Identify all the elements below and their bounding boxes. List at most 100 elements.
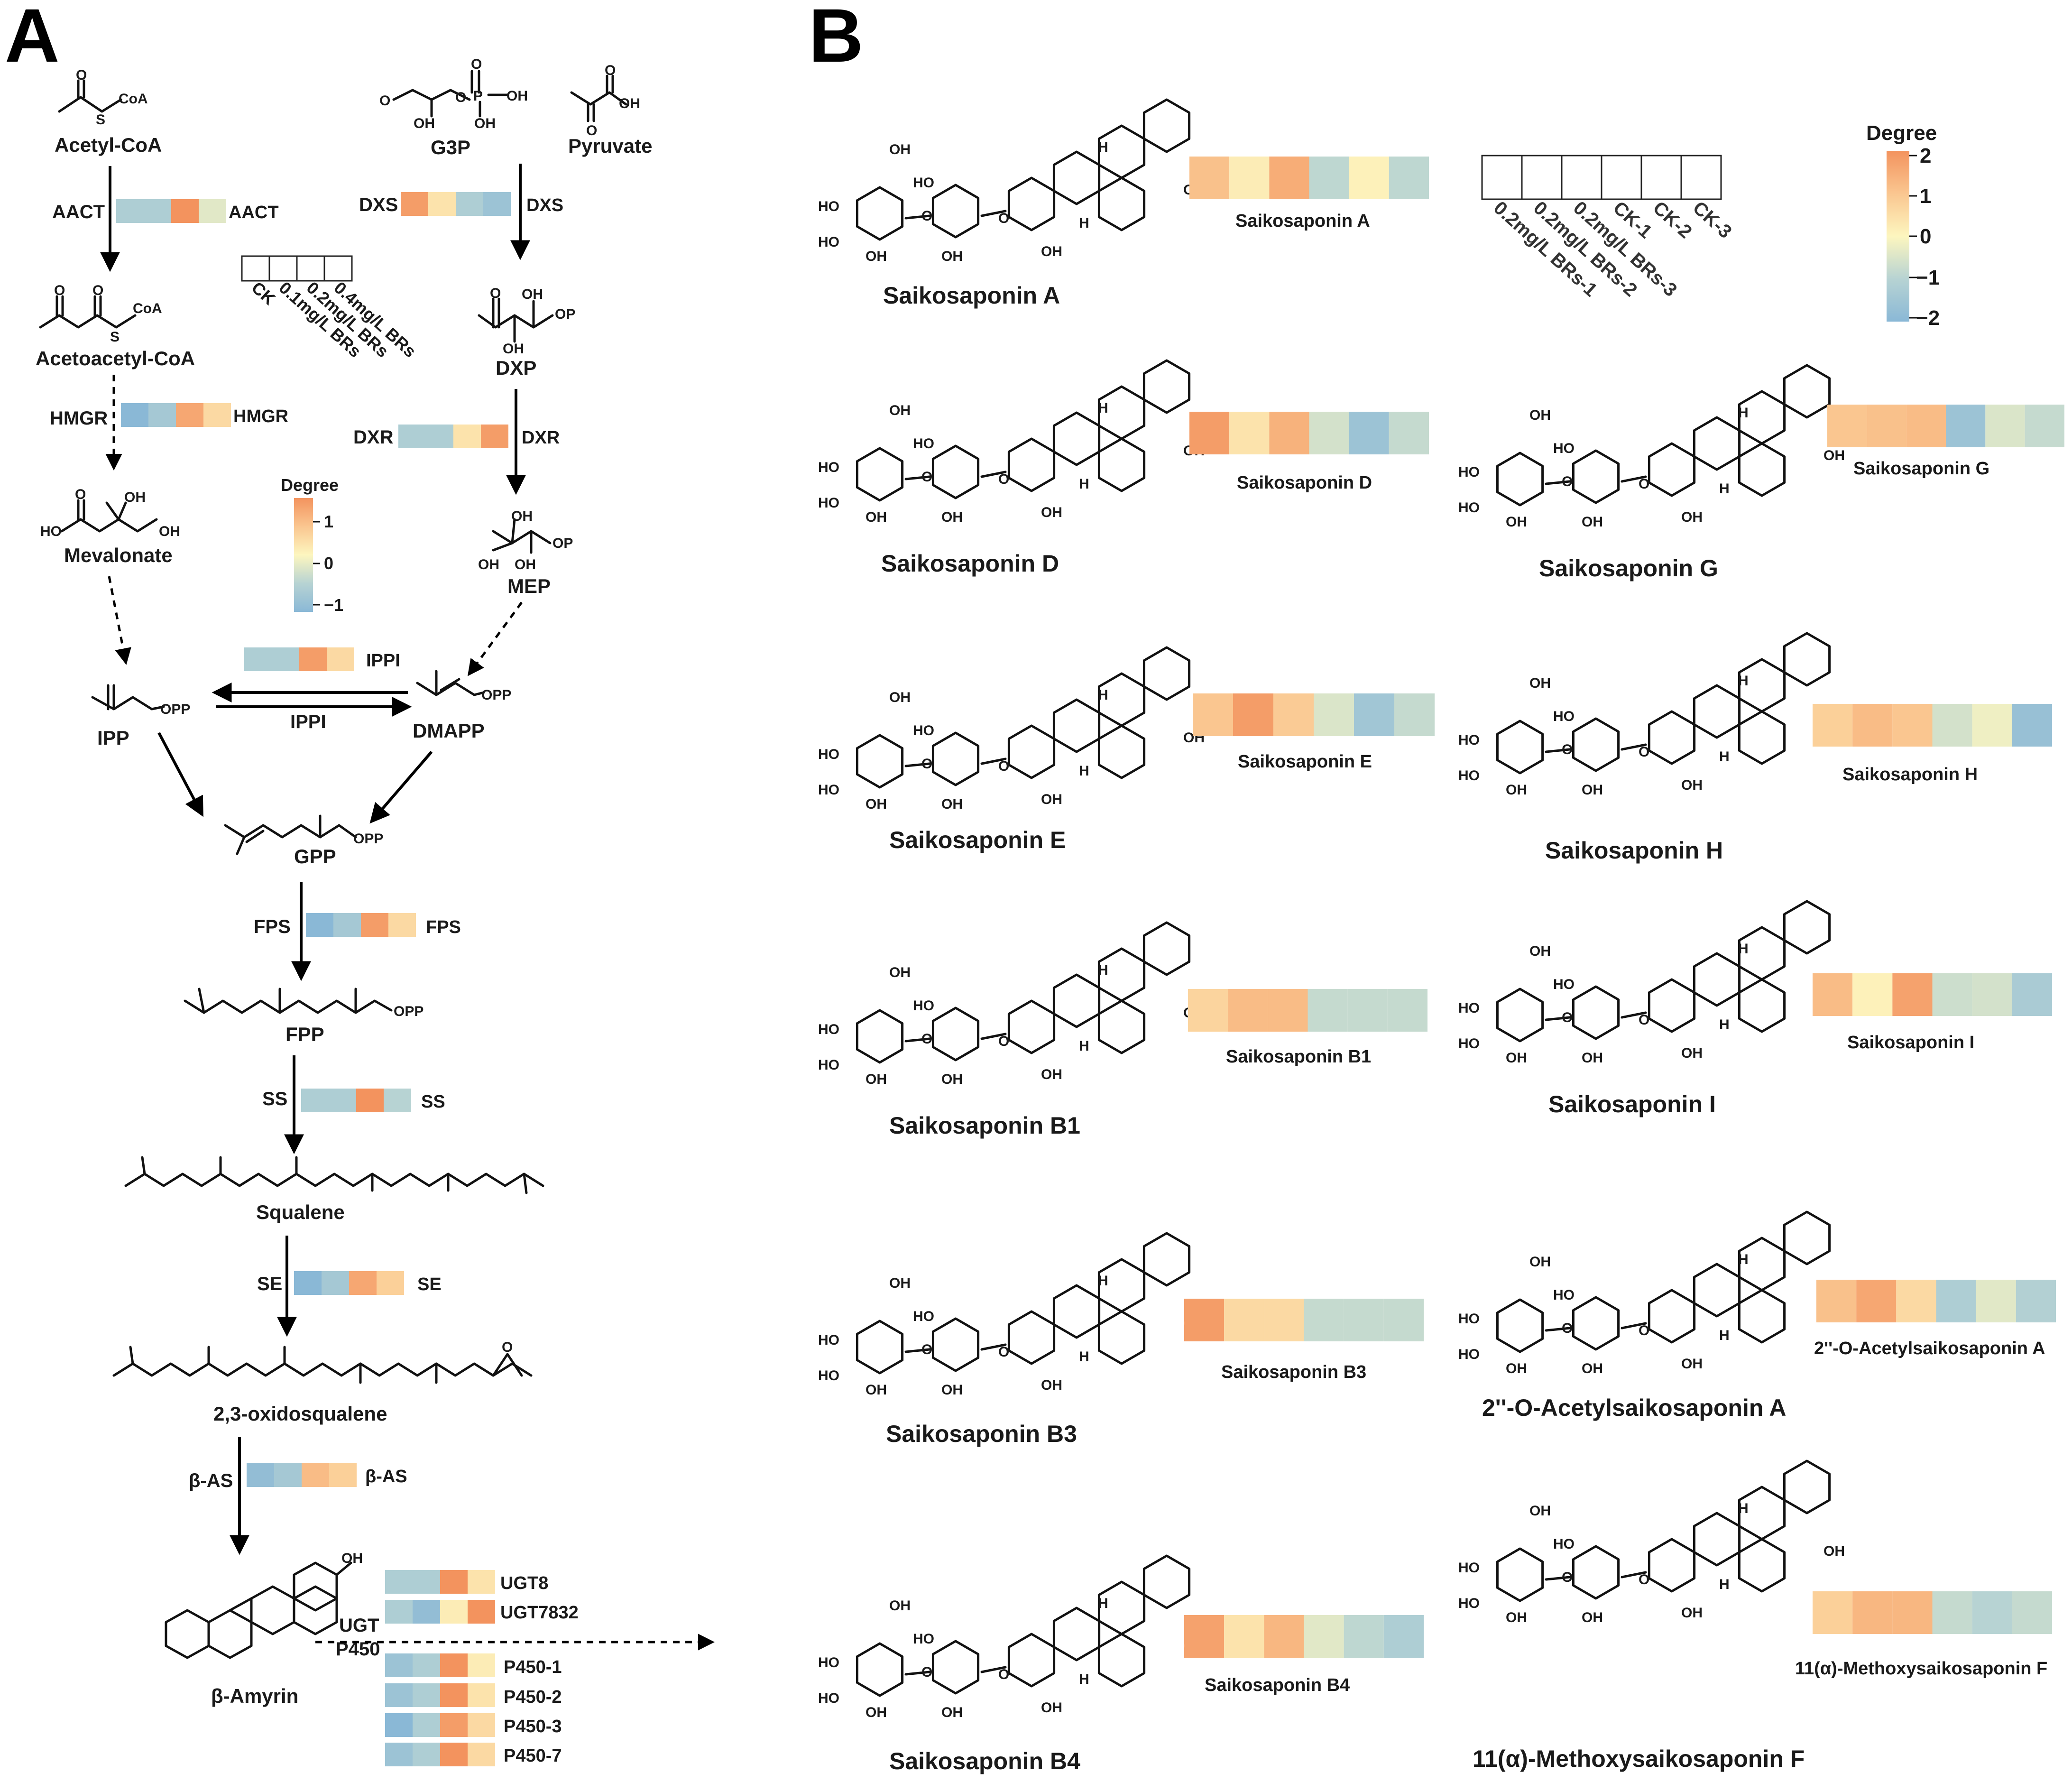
svg-text:O: O: [490, 286, 501, 301]
saponin-8-atom-5: HO: [913, 1309, 934, 1324]
saponin-9-atom-5: HO: [1553, 1287, 1575, 1303]
svg-text:−1: −1: [324, 595, 343, 615]
saponin-heatmap-6-cell-5: [1347, 989, 1388, 1032]
enzyme-dxs-left: DXS: [359, 194, 398, 215]
saponin-4-atom-1: HO: [818, 747, 839, 762]
svg-text:O: O: [605, 63, 616, 78]
saponin-5-atom-4: OH: [1529, 675, 1551, 691]
saponin-9-atom-7: O: [1562, 1320, 1573, 1336]
saponin-heatmap-2: [1189, 412, 1429, 454]
saponin-heatmap-11-cell-2: [1852, 1591, 1893, 1634]
saponin-9-atom-2: HO: [1458, 1347, 1480, 1362]
saponin-key-box-5: [1640, 155, 1682, 200]
saponin-heatmap-4: [1193, 693, 1435, 736]
saponin-name-10: Saikosaponin B4: [889, 1748, 1080, 1774]
compound-ipp: IPP: [97, 727, 129, 749]
saponin-8-atom-8: O: [998, 1344, 1009, 1360]
saponin-heatmap-1-cell-2: [1229, 157, 1270, 199]
saponin-heatmap-1-cell-5: [1349, 157, 1389, 199]
saponin-heatmap-1-cell-3: [1269, 157, 1309, 199]
saponin-heatmap-label-11: 11(α)-Methoxysaikosaponin F: [1795, 1659, 2047, 1679]
saponin-heatmap-3-cell-5: [1985, 405, 2025, 447]
heatmap-aact-label: AACT: [229, 203, 279, 222]
saponin-3-atom-2: HO: [1458, 500, 1480, 516]
dmapp-structure: OPP: [416, 670, 511, 703]
saponin-11-atom-12: H: [1738, 1501, 1749, 1516]
saponin-11-atom-3: OH: [1506, 1610, 1527, 1625]
saponin-5-atom-8: O: [1639, 744, 1649, 760]
compound-gpp: GPP: [294, 845, 336, 868]
saponin-heatmap-label-2: Saikosaponin D: [1237, 473, 1372, 493]
heatmap-ippi-cell-2: [272, 647, 299, 671]
svg-text:OH: OH: [124, 489, 146, 505]
compound-pyruvate: Pyruvate: [568, 135, 652, 157]
saponin-heatmap-5-cell-2: [1852, 704, 1893, 747]
saponin-heatmap-5-cell-3: [1892, 704, 1933, 747]
gpp-structure: OPP: [224, 814, 383, 855]
mevalonate-structure: O OH HO OH: [40, 487, 180, 539]
svg-text:O: O: [502, 1339, 513, 1355]
arrow-ipp-gpp: [157, 732, 203, 817]
heatmap-p450-1-cell-1: [385, 1653, 413, 1677]
saponin-heatmap-9-cell-4: [1936, 1280, 1976, 1322]
svg-text:OH: OH: [414, 116, 435, 131]
saponin-3-atom-1: HO: [1458, 464, 1480, 480]
saponin-heatmap-11-cell-1: [1813, 1591, 1853, 1634]
saponin-5-atom-12: H: [1738, 673, 1749, 689]
svg-text:OPP: OPP: [160, 702, 190, 717]
compound-dmapp: DMAPP: [413, 720, 485, 742]
saponin-6-atom-6: OH: [941, 1071, 963, 1087]
saponin-9-atom-3: OH: [1506, 1361, 1527, 1376]
saponin-heatmap-5: [1813, 704, 2052, 747]
saponin-2-atom-7: O: [921, 469, 932, 485]
svg-text:O: O: [379, 93, 390, 109]
saponin-2-atom-8: O: [998, 471, 1009, 487]
enzyme-aact-left: AACT: [52, 202, 105, 222]
saponin-heatmap-1: [1189, 157, 1429, 199]
saponin-heatmap-2-cell-4: [1309, 412, 1349, 454]
saponin-10-atom-2: HO: [818, 1690, 839, 1706]
svg-text:OPP: OPP: [481, 687, 511, 703]
pathway-key-box-4: [323, 255, 353, 282]
saponin-key-box-4: [1601, 155, 1642, 200]
saponin-5-atom-2: HO: [1458, 768, 1480, 784]
saponin-heatmap-6-cell-1: [1188, 989, 1228, 1032]
compound-dxp: DXP: [496, 357, 536, 379]
heatmap-p450-7-cell-4: [468, 1743, 495, 1766]
heatmap-ugt7832-cell-4: [468, 1600, 495, 1624]
enzyme-ippi: IPPI: [290, 711, 326, 732]
heatmap-ugt8-cell-4: [468, 1570, 495, 1594]
saponin-1-atom-3: OH: [866, 249, 887, 264]
saponin-1-atom-6: OH: [941, 249, 963, 264]
heatmap-se-cell-3: [349, 1271, 377, 1295]
svg-text:OPP: OPP: [394, 1004, 424, 1019]
compound-squalene: Squalene: [256, 1201, 345, 1223]
saponin-4-atom-3: OH: [866, 796, 887, 812]
svg-text:P: P: [473, 88, 483, 104]
saponin-7-atom-3: OH: [1506, 1050, 1527, 1066]
heatmap-p450-3-cell-3: [440, 1713, 468, 1737]
saponin-11-atom-7: O: [1562, 1570, 1573, 1585]
saponin-heatmap-4-cell-2: [1233, 693, 1273, 736]
saponin-6-atom-1: HO: [818, 1022, 839, 1037]
heatmap-p450-1-cell-4: [468, 1653, 495, 1677]
heatmap-dxs-cell-3: [456, 192, 483, 216]
saponin-4-atom-12: H: [1098, 687, 1108, 703]
svg-text:HO: HO: [40, 524, 62, 539]
heatmap-bas-cell-3: [302, 1463, 329, 1487]
saponin-heatmap-11-cell-6: [2012, 1591, 2052, 1634]
enzyme-ugt: UGT: [339, 1615, 379, 1636]
heatmap-fps-cell-3: [361, 913, 388, 937]
g3p-structure: O OH O O P OH OH: [379, 56, 528, 131]
heatmap-ss-cell-2: [329, 1089, 356, 1112]
saponin-heatmap-10-cell-4: [1304, 1615, 1344, 1658]
saponin-heatmap-8-cell-3: [1264, 1299, 1304, 1341]
saponin-7-atom-9: H: [1719, 1017, 1730, 1033]
svg-text:OH: OH: [341, 1551, 363, 1566]
heatmap-dxr-cell-2: [426, 425, 453, 448]
saponin-8-atom-1: HO: [818, 1332, 839, 1348]
enzyme-bas-left: β-AS: [189, 1470, 233, 1491]
saponin-9-atom-9: H: [1719, 1328, 1730, 1343]
pathway-key-box-2: [268, 255, 298, 282]
heatmap-aact-cell-1: [116, 199, 144, 223]
